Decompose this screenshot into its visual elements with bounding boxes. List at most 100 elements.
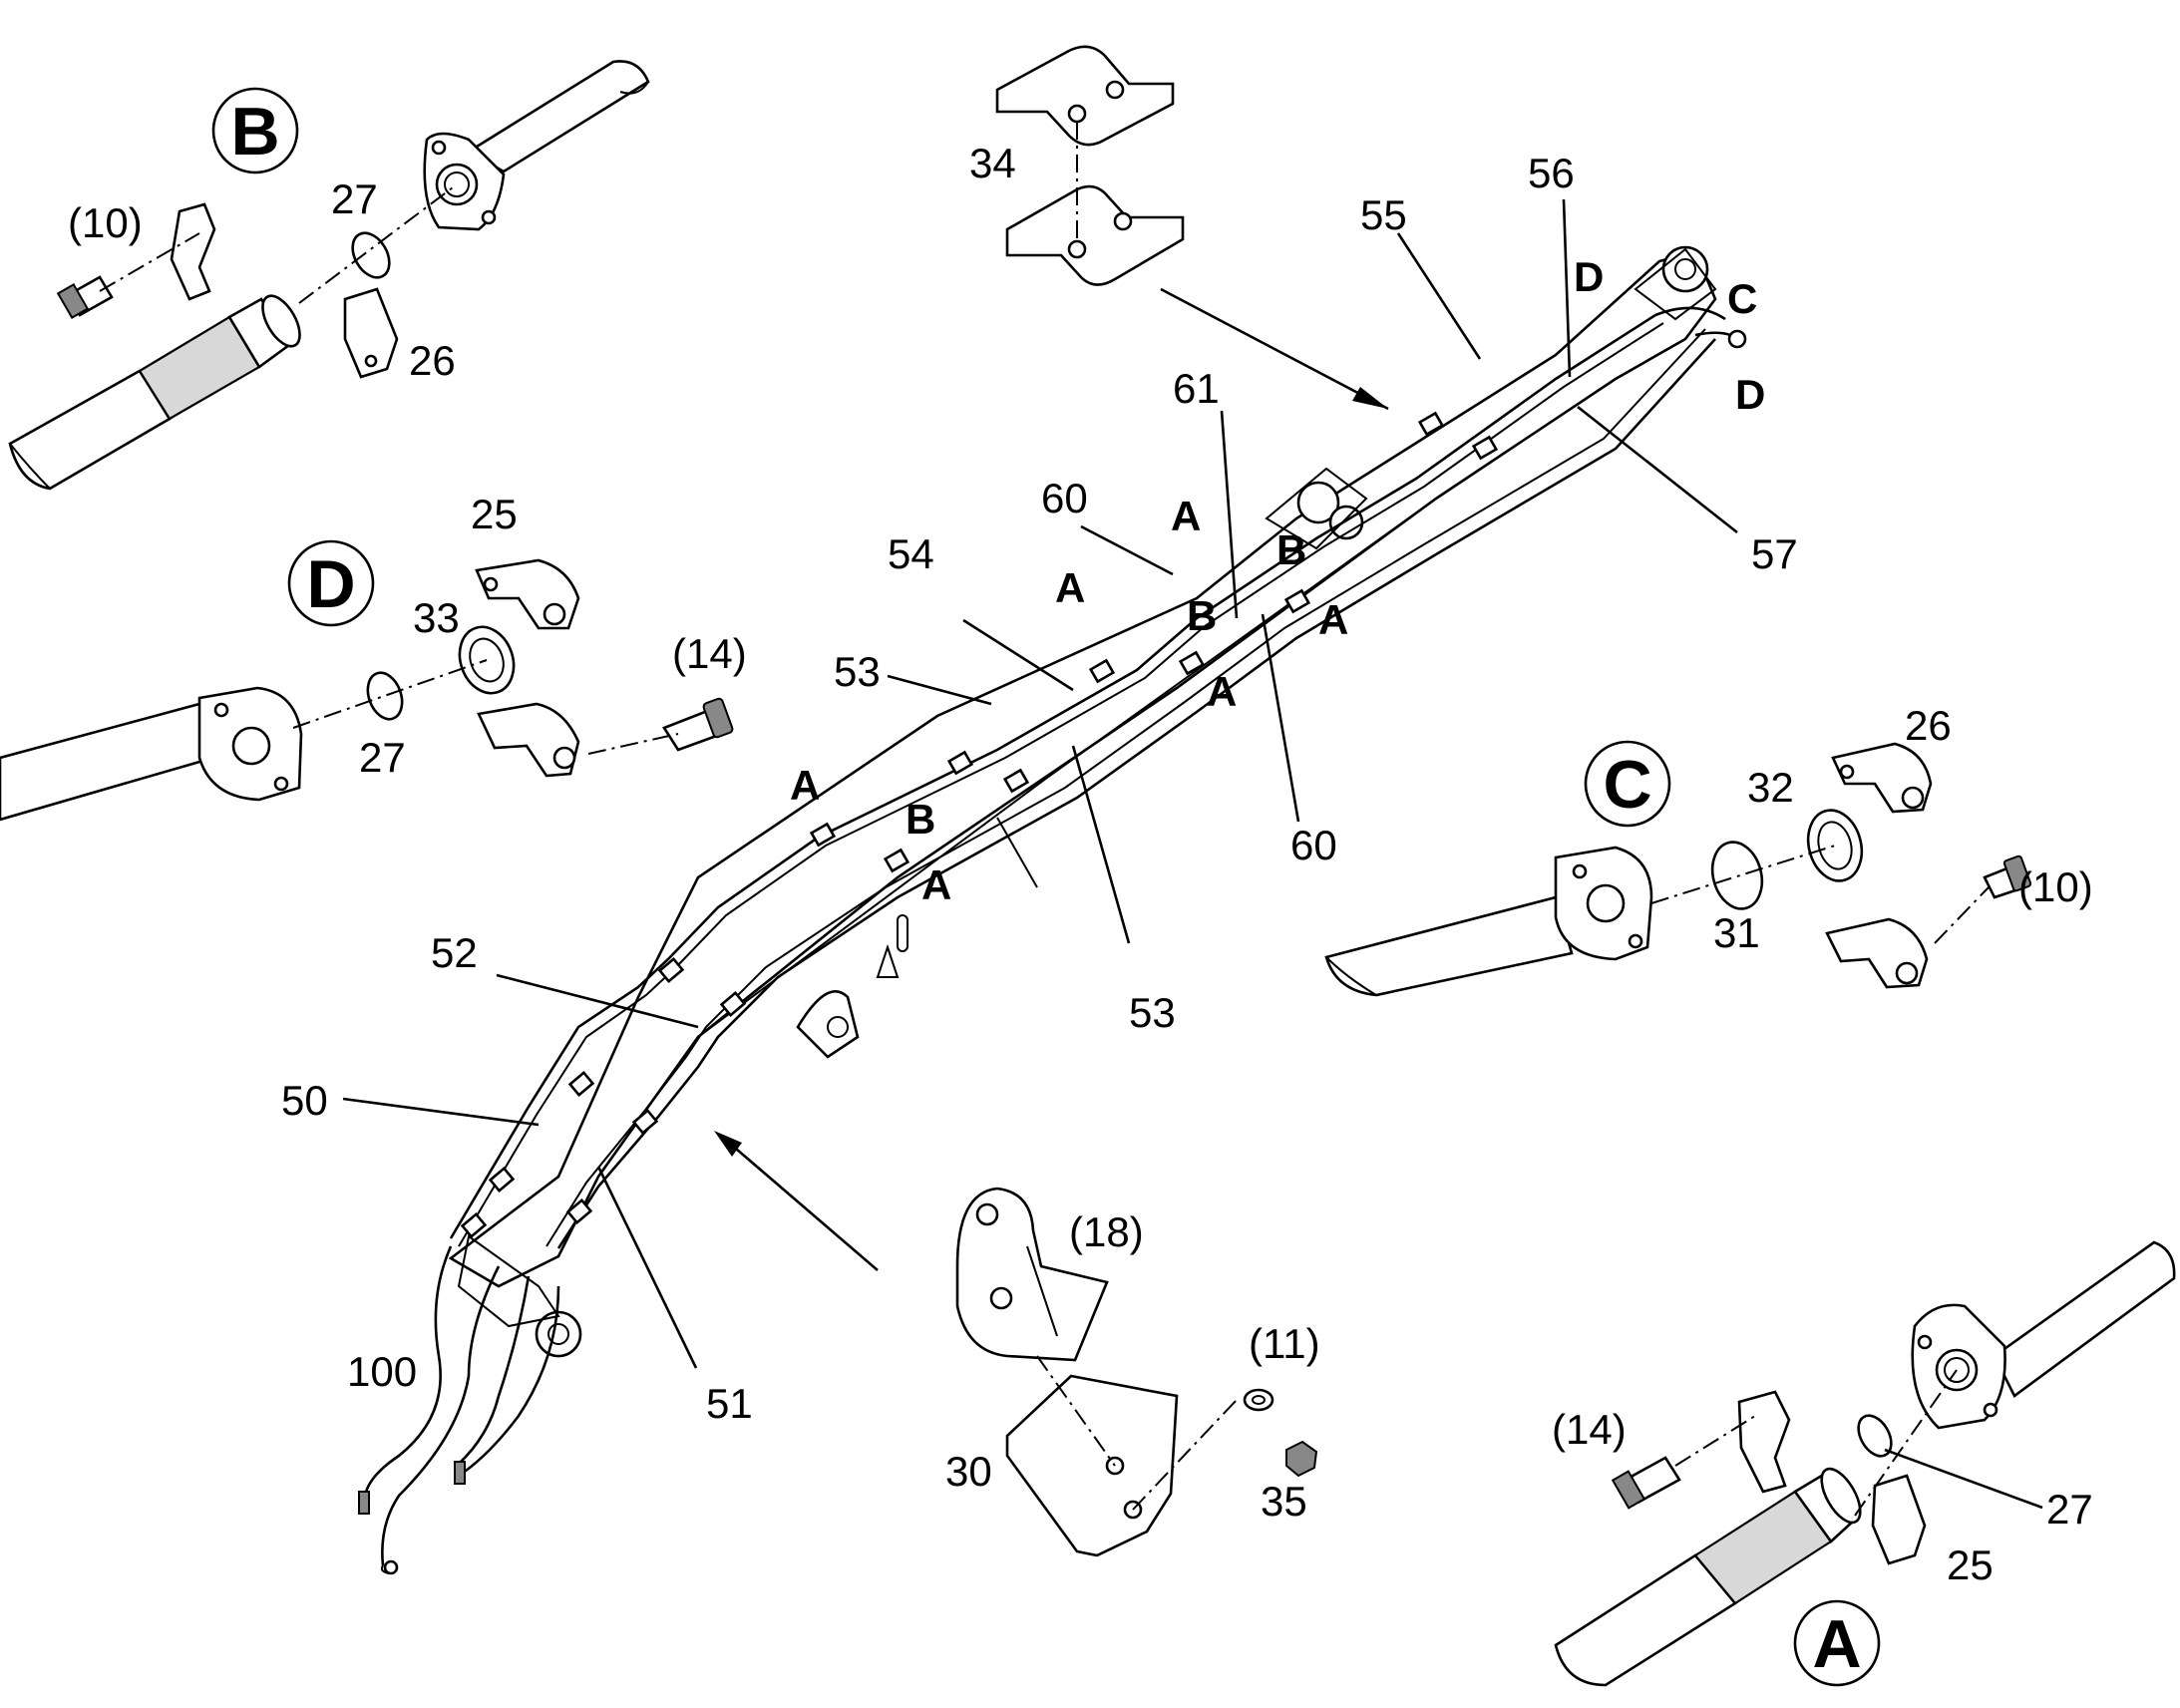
clamp-top-d [475,558,580,630]
boom-letter-b1: B [1276,526,1306,573]
clamp-bottom-c [1825,917,1929,989]
boom-foot [457,1234,582,1358]
o-ring-d [366,671,404,721]
split-flange-clamp-a [1737,1390,1927,1565]
detail-c: C 26 [1324,702,2093,997]
label-c-clamp-top: 26 [1905,702,1952,749]
leader-a-ring [1884,1448,2043,1510]
bolt-c [1983,854,2032,899]
axis-line-d2 [587,733,679,755]
boom-letter-a2: A [1055,564,1085,611]
label-c-seal: 32 [1747,764,1794,811]
label-57: 57 [1751,530,1798,577]
label-c-ring: 31 [1713,909,1760,956]
boom-letter-a5: A [790,762,820,809]
pipe-with-flange-a [1911,1240,2176,1430]
boom-letter-a1: A [1171,493,1201,539]
label-53-bottom: 53 [1129,989,1176,1036]
label-52: 52 [431,929,478,976]
axis-line-b1 [99,232,200,292]
axis-line-c1 [1650,845,1836,904]
pipe-line-lower [545,328,1716,1249]
pipe-with-flange-c [1324,846,1653,997]
split-flange-clamp-b [170,202,399,379]
label-50: 50 [281,1077,328,1124]
bracket-18 [955,1187,1109,1362]
callout-a-circle: A [1793,1599,1881,1687]
o-ring-b [351,231,391,279]
label-60-bottom: 60 [1290,822,1337,868]
label-d-ring: 27 [359,734,406,781]
label-51: 51 [706,1380,753,1427]
label-54: 54 [888,530,934,577]
bracket-assembly: (18) (11) 30 35 [714,1131,1320,1557]
arrow-34 [1160,287,1389,411]
label-100: 100 [347,1348,417,1395]
label-53-top: 53 [834,648,881,695]
boom-letter-a4: A [1207,668,1237,715]
callout-d-circle: D [287,539,375,627]
hose-end-b [8,294,301,491]
bracket-30 [1005,1374,1179,1557]
boom-letter-d-top: D [1574,253,1604,300]
bolt-d [662,697,734,752]
axis-line-a1 [1674,1415,1756,1467]
axis-line-c2 [1934,886,1990,944]
boom-letter-d: D [1735,371,1765,418]
label-61: 61 [1173,365,1220,412]
clamp-bottom-d [477,702,580,778]
boom-letter-b2: B [1187,592,1217,639]
label-30: 30 [945,1448,992,1495]
tip-hoses [1654,306,1747,349]
axis-line-b2 [298,183,458,304]
axis-line-a2 [1854,1369,1958,1517]
svg-text:D: D [306,546,355,622]
label-a-bolt: (14) [1552,1406,1627,1453]
detail-d: D 25 33 [0,491,747,822]
svg-text:C: C [1603,747,1651,823]
boom-letter-b3: B [906,796,935,843]
axis-line-bracket [1036,1355,1116,1467]
label-a-ring: 27 [2046,1486,2093,1533]
label-c-bolt: (10) [2018,863,2093,910]
label-60-top: 60 [1041,475,1088,521]
hose-end-a [1554,1467,1862,1687]
label-35: 35 [1261,1478,1307,1525]
label-11: (11) [1249,1320,1320,1367]
label-b-clamp: 26 [409,337,456,384]
pipe-with-flange-b [423,60,650,231]
boom-letter-c: C [1727,275,1757,322]
clamp-top-c [1831,742,1933,814]
leader-lines [342,198,1738,1369]
callout-b-circle: B [211,87,299,174]
boom-letter-a6: A [921,861,951,908]
nut-35 [1285,1440,1318,1478]
flexible-hoses [358,1245,560,1575]
detail-b: B [8,60,650,491]
label-56: 56 [1528,150,1575,196]
label-18: (18) [1069,1208,1144,1255]
pipe-line-upper [449,313,1664,1247]
detail-a: A (14) 27 25 [1552,1240,2176,1687]
label-34: 34 [969,140,1016,186]
label-a-clamp: 25 [1947,1541,1994,1588]
boom-lower-bracket [796,914,908,1059]
svg-text:B: B [230,94,279,170]
o-ring-a [1857,1414,1893,1458]
label-b-bolt: (10) [68,199,143,246]
callout-c-circle: C [1584,740,1671,828]
clip-34: 34 [969,45,1389,411]
boom-assembly: 55 56 57 61 60 60 54 53 53 52 50 51 100 … [281,150,1798,1575]
axis-line-d1 [292,659,488,729]
label-d-seal: 33 [413,594,460,641]
arrow-bracket [721,1136,879,1271]
label-55: 55 [1360,191,1407,238]
svg-text:A: A [1812,1606,1861,1682]
bolt-b [56,275,114,319]
bolt-a [1611,1456,1681,1510]
label-d-bolt: (14) [672,630,747,677]
axis-line-hardware [1132,1399,1238,1511]
label-b-ring: 27 [331,175,378,222]
washer-11 [1243,1388,1274,1412]
